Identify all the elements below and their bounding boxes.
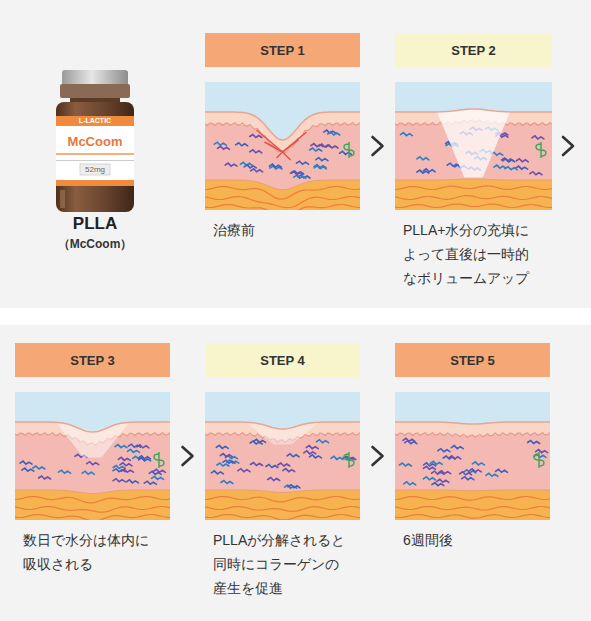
step-header: STEP 1 [205, 33, 360, 67]
step-panel: STEP 4 PLLAが分解されると 同時にコラーゲンの 産生を促進 [205, 343, 360, 600]
skin-illustration [395, 82, 552, 210]
skin-illustration [395, 392, 550, 520]
step-panel: STEP 3 数日で水分は体内に 吸収される [15, 343, 170, 576]
vial-label-text: L-LACTIC [79, 117, 111, 125]
step-description: 治療前 [205, 210, 360, 242]
step-arrow [373, 447, 383, 465]
vial-brand-text: McCoom [68, 135, 123, 150]
step-header: STEP 3 [15, 343, 170, 377]
step-header: STEP 4 [205, 343, 360, 377]
step-description: PLLAが分解されると 同時にコラーゲンの 産生を促進 [205, 520, 360, 600]
step-panel: STEP 2 PLLA+水分の充填に よって直後は一時的 なボリュームアップ [395, 33, 552, 290]
vial-dose-text: 52mg [85, 165, 105, 174]
product-name: PLLA [73, 214, 117, 234]
skin-illustration [205, 82, 360, 210]
step-description: PLLA+水分の充填に よって直後は一時的 なボリュームアップ [395, 210, 552, 290]
step-description: 6週間後 [395, 520, 550, 552]
step-label: STEP 3 [70, 353, 115, 368]
step-label: STEP 5 [450, 353, 495, 368]
step-label: STEP 4 [260, 353, 305, 368]
step-arrow [563, 137, 573, 155]
product-subname: （McCoom） [58, 238, 133, 252]
step-panel: STEP 1 治療前 [205, 33, 360, 242]
skin-illustration [205, 392, 360, 520]
step-panel: STEP 5 6週間後 [395, 343, 550, 552]
step-label: STEP 1 [260, 43, 305, 58]
step-arrow [373, 137, 383, 155]
skin-illustration [15, 392, 170, 520]
step-header: STEP 2 [395, 33, 552, 67]
step-label: STEP 2 [451, 43, 496, 58]
step-header: STEP 5 [395, 343, 550, 377]
step-arrow [183, 447, 193, 465]
step-description: 数日で水分は体内に 吸収される [15, 520, 170, 576]
